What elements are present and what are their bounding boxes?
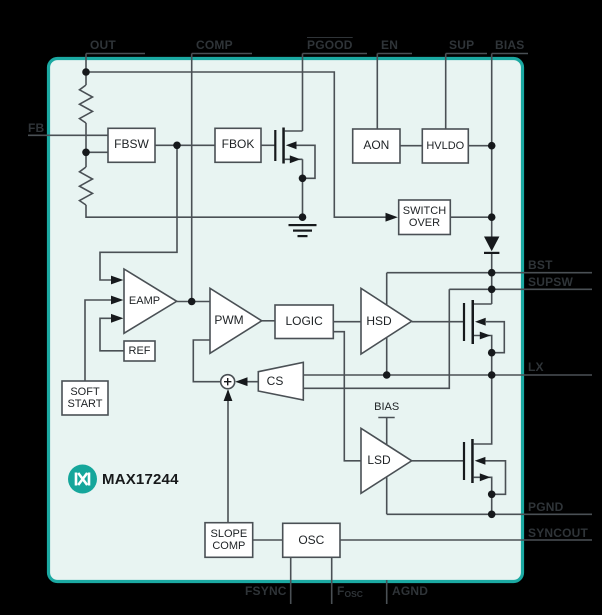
summing-plus-icon xyxy=(224,378,232,386)
softstart-line2: START xyxy=(67,398,103,410)
pin-label-fosc: FOSC xyxy=(337,585,363,599)
pwm-triangle xyxy=(209,286,264,355)
slopecomp-line1: SLOPE xyxy=(210,527,248,540)
lsd-triangle xyxy=(360,426,414,495)
switchover-label: SWITCH OVER xyxy=(399,200,451,235)
slopecomp-line2: COMP xyxy=(212,539,246,552)
slope-to-sum-arrow xyxy=(223,389,233,401)
pgood-fet-channel-bar xyxy=(282,127,285,164)
pin-label-sup: SUP xyxy=(449,38,475,52)
maxim-logo-icon xyxy=(68,464,97,494)
softstart-line1: SOFT xyxy=(70,385,100,398)
ref-block xyxy=(123,340,156,362)
wires xyxy=(28,52,592,604)
pin-label-syncout: SYNCOUT xyxy=(528,525,589,540)
fbok-label: FBOK xyxy=(221,137,255,152)
pin-label-lx: LX xyxy=(528,360,544,374)
eamp-in3-arrow xyxy=(111,313,124,323)
ls-fet-channel-bar xyxy=(471,439,474,483)
fbsw-label: FBSW xyxy=(114,137,149,152)
hsd-triangle xyxy=(360,286,414,356)
switchover-line2: OVER xyxy=(408,217,441,230)
osc-label: OSC xyxy=(298,532,325,547)
ls-fet-gate-bar xyxy=(462,442,466,480)
bst-diode xyxy=(484,236,500,252)
osc-block xyxy=(281,522,341,559)
hs-fet-channel-bar xyxy=(471,300,474,344)
pin-label-fsync: FSYNC xyxy=(245,583,287,598)
switchover-line1: SWITCH xyxy=(402,204,447,217)
hvldo-label: HVLDO xyxy=(426,139,465,152)
symbols xyxy=(82,68,500,519)
pin-label-pgood: PGOOD xyxy=(307,38,353,52)
pin-label-pgnd: PGND xyxy=(528,499,564,514)
pin-label-supsw: SUPSW xyxy=(528,274,574,289)
fbok-block xyxy=(214,127,262,164)
fbsw-block xyxy=(107,127,156,164)
hs-fet-gate-bar xyxy=(462,303,466,341)
softstart-label: SOFT START xyxy=(62,381,108,415)
pin-label-bias: BIAS xyxy=(495,38,525,52)
fosc-main: F xyxy=(337,583,345,598)
cs-to-sum-arrow xyxy=(235,377,248,387)
slopecomp-block xyxy=(204,521,254,559)
softstart-block xyxy=(61,380,109,416)
eamp-triangle xyxy=(123,267,179,335)
switchover-block xyxy=(397,199,452,236)
lsd-label: LSD xyxy=(367,453,391,468)
eamp-label: EAMP xyxy=(128,294,161,307)
aon-label: AON xyxy=(363,138,390,153)
hsd-label: HSD xyxy=(366,313,392,328)
pgood-fet-gate-bar xyxy=(274,130,277,161)
slopecomp-label: SLOPE COMP xyxy=(205,523,253,558)
fosc-sub: OSC xyxy=(344,588,363,599)
cs-block xyxy=(257,361,305,401)
bias-net-label: BIAS xyxy=(374,401,400,414)
ref-label: REF xyxy=(128,344,151,357)
pin-label-out: OUT xyxy=(90,38,116,52)
switchover-in-arrow xyxy=(385,212,398,222)
pin-label-fb: FB xyxy=(28,120,45,135)
blocks xyxy=(61,127,470,559)
pin-label-agnd: AGND xyxy=(392,583,429,598)
aon-block xyxy=(351,128,401,164)
pin-label-bst: BST xyxy=(528,258,553,272)
cs-label: CS xyxy=(266,374,284,389)
pwm-label: PWM xyxy=(214,312,244,327)
part-number: MAX17244 xyxy=(102,471,179,488)
logic-label: LOGIC xyxy=(285,314,323,329)
eamp-in2-arrow xyxy=(111,295,124,305)
pin-label-en: EN xyxy=(381,38,399,52)
eamp-in1-arrow xyxy=(111,275,124,285)
hvldo-block xyxy=(421,128,470,164)
logic-block xyxy=(274,304,335,340)
pin-label-comp: COMP xyxy=(196,38,233,52)
